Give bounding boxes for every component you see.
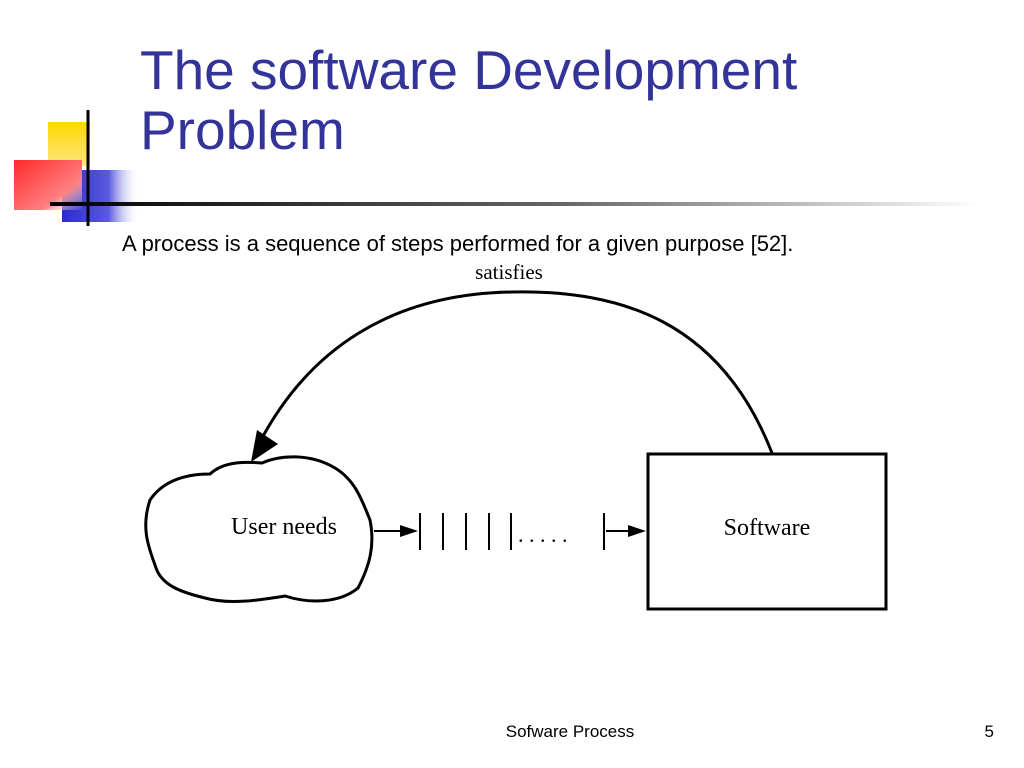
slide-title-line2: Problem — [140, 99, 345, 161]
software-box — [646, 452, 888, 611]
user-needs-cloud — [144, 455, 374, 603]
satisfies-arc — [260, 290, 774, 454]
footer-title: Sofware Process — [505, 722, 635, 741]
software-label: Software — [724, 515, 811, 541]
user-needs-label: User needs — [231, 514, 337, 540]
satisfies-arrowhead — [251, 430, 278, 462]
slide-title-line1: The software Development — [140, 39, 798, 101]
steps-in-arrowhead — [400, 525, 418, 537]
steps-out-arrowhead — [628, 525, 646, 537]
subtitle: A process is a sequence of steps perform… — [122, 231, 794, 256]
satisfies-label: satisfies — [475, 260, 543, 284]
decorative-squares — [14, 110, 140, 226]
deco-red-square — [14, 160, 82, 210]
deco-yellow-square — [48, 122, 90, 166]
steps-ellipsis: . . . . . — [518, 522, 568, 547]
page-number: 5 — [984, 722, 994, 741]
slide-title: The software Development Problem — [140, 40, 1000, 160]
title-rule — [50, 202, 980, 206]
